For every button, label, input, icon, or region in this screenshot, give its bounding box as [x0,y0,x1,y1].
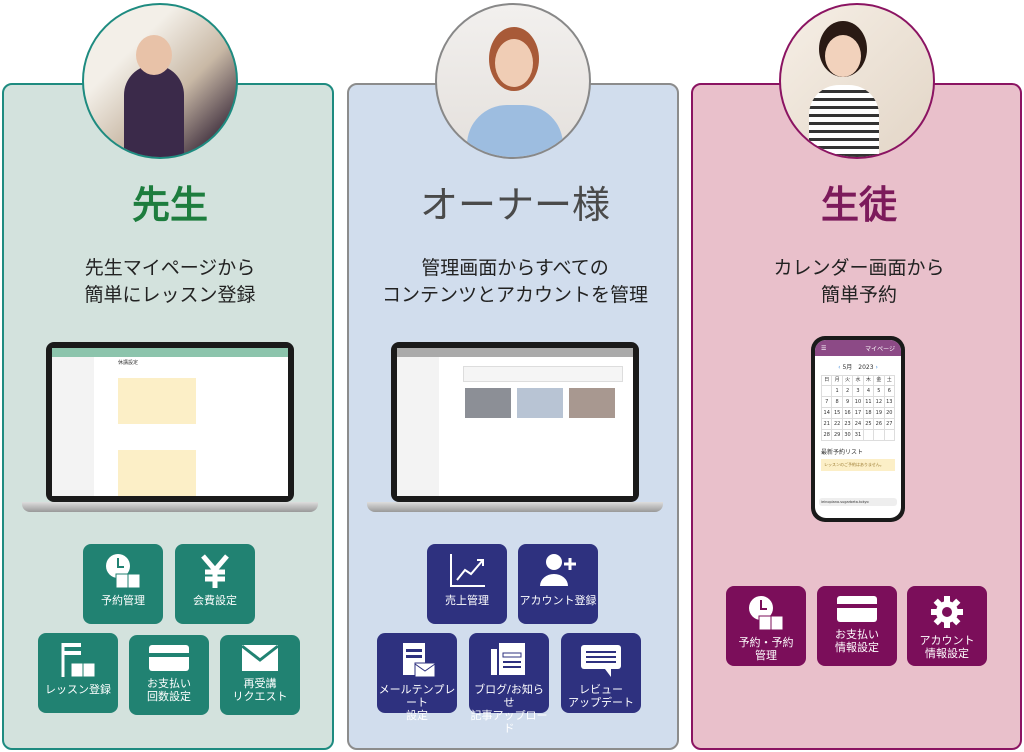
tile-reservation-management[interactable]: 予約管理 [83,544,163,624]
tile-reservation[interactable]: 予約・予約管理 [726,586,806,666]
calendar-day[interactable] [822,386,833,397]
calendar-day[interactable]: 2 [842,386,854,397]
weekday-label: 水 [853,376,864,386]
screen-heading: 休講設定 [118,360,139,366]
url-bar[interactable]: ieinopiano.sugarbeta.tokyo [819,498,897,506]
calendar-day[interactable]: 25 [863,419,875,430]
tile-account-registration[interactable]: アカウント登録 [518,544,598,624]
calendar-day[interactable]: 28 [822,430,833,441]
calendar-day[interactable]: 27 [884,419,895,430]
teacher-laptop: 休講設定 [22,342,318,517]
owner-laptop [367,342,663,517]
weekday-label: 日 [822,376,833,386]
tile-fee-settings[interactable]: 会費設定 [175,544,255,624]
calendar-day[interactable]: 29 [832,430,843,441]
owner-title: オーナー様 [419,183,610,227]
tile-account-info-settings[interactable]: アカウント情報設定 [907,586,987,666]
calendar-day[interactable]: 13 [884,397,895,408]
calendar-day[interactable]: 6 [884,386,895,397]
calendar-day[interactable]: 16 [842,408,854,419]
calendar-day[interactable] [874,430,885,441]
weekday-label: 金 [874,376,885,386]
weekday-label: 月 [832,376,843,386]
calendar-day[interactable]: 14 [822,408,833,419]
calendar-day[interactable]: 12 [874,397,885,408]
tile-lesson-registration[interactable]: レッスン登録 [38,633,118,713]
calendar-day[interactable]: 31 [853,430,864,441]
owner-subtitle: 管理画面からすべてのコンテンツとアカウントを管理 [381,257,648,306]
calendar-day[interactable]: 20 [884,408,895,419]
owner-photo [435,3,591,159]
student-panel: 生徒 カレンダー画面から簡単予約 ☰マイページ ‹ 5月 2023 › 日月火水… [691,3,1022,750]
calendar-day[interactable] [863,430,875,441]
tile-mail-template-settings[interactable]: メールテンプレート設定 [377,633,457,722]
calendar-day[interactable]: 18 [863,408,875,419]
calendar-day[interactable]: 10 [853,397,864,408]
tile-retake-request[interactable]: 再受講リクエスト [220,635,300,715]
student-title: 生徒 [820,183,897,227]
tile-review-update[interactable]: レビューアップデート [561,633,641,713]
calendar-month: ‹ 5月 2023 › [838,364,878,371]
tile-blog-news-upload[interactable]: ブログ/お知らせ記事アップロード [469,633,549,735]
calendar-day[interactable]: 19 [874,408,885,419]
teacher-title: 先生 [131,183,208,227]
calendar-day[interactable]: 9 [842,397,854,408]
calendar-day[interactable]: 24 [853,419,864,430]
calendar-day[interactable]: 5 [874,386,885,397]
calendar-day[interactable]: 15 [832,408,843,419]
weekday-label: 火 [842,376,854,386]
student-photo [779,3,935,159]
calendar-day[interactable]: 11 [863,397,875,408]
teacher-photo [82,3,238,159]
owner-panel: オーナー様 管理画面からすべてのコンテンツとアカウントを管理 売上管理 アカウン… [347,3,679,750]
calendar-day[interactable]: 30 [842,430,854,441]
tile-payment-count-settings[interactable]: お支払い回数設定 [129,635,209,715]
calendar-day[interactable]: 8 [832,397,843,408]
calendar-day[interactable]: 7 [822,397,833,408]
menu-icon[interactable]: ☰ [821,344,827,352]
calendar-day[interactable]: 22 [832,419,843,430]
recent-reservations-title: 最新予約リスト [821,449,864,456]
teacher-subtitle: 先生マイページから簡単にレッスン登録 [84,257,256,306]
student-subtitle: カレンダー画面から簡単予約 [773,257,945,306]
tile-sales-management[interactable]: 売上管理 [427,544,507,624]
calendar-day[interactable]: 17 [853,408,864,419]
tile-payment-info-settings[interactable]: お支払い情報設定 [817,586,897,666]
teacher-panel: 先生 先生マイページから簡単にレッスン登録 休講設定 予約管理 会費設定 レッス… [2,3,334,750]
calendar-day[interactable]: 4 [863,386,875,397]
no-reservation-notice: レッスンのご予約はありません。 [821,459,895,471]
weekday-label: 木 [863,376,875,386]
calendar-day[interactable]: 23 [842,419,854,430]
calendar-day[interactable]: 1 [832,386,843,397]
calendar-day[interactable]: 26 [874,419,885,430]
calendar-day[interactable]: 21 [822,419,833,430]
weekday-label: 土 [884,376,895,386]
calendar-day[interactable]: 3 [853,386,864,397]
calendar-day[interactable] [884,430,895,441]
